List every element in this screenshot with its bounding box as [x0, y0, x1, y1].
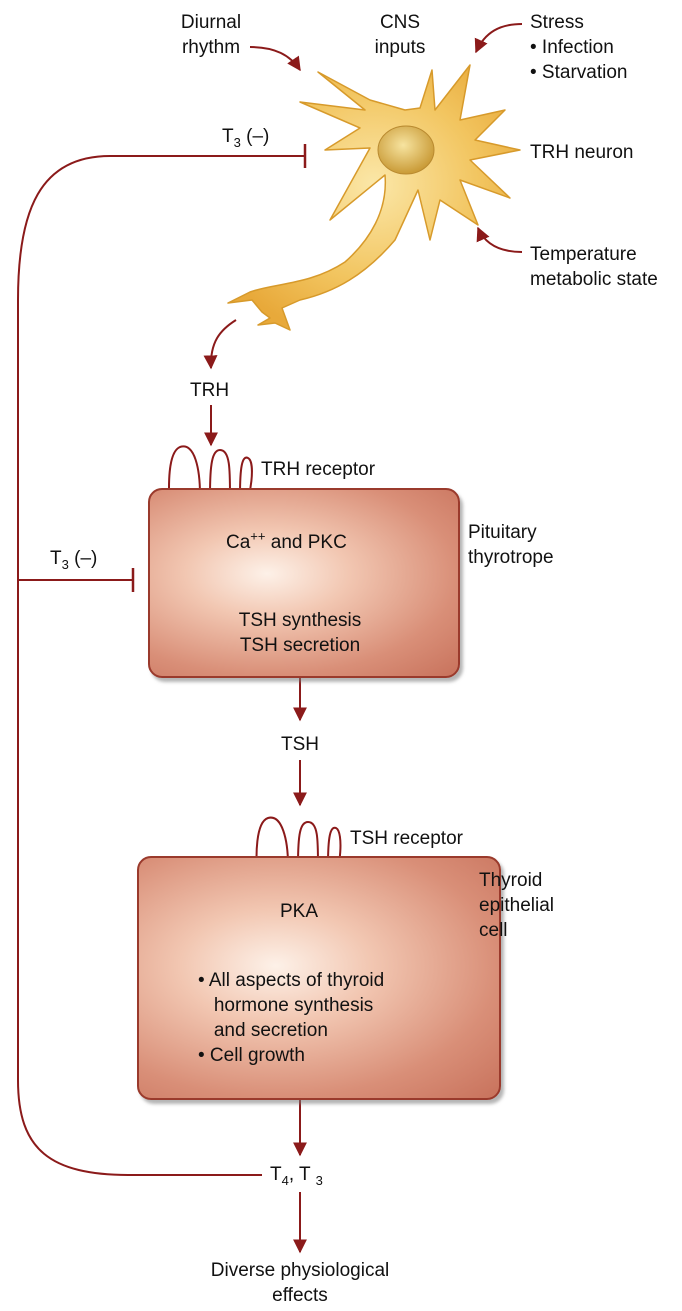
tsh-receptor-label: TSH receptor: [350, 828, 463, 849]
pituitary-thyrotrope-box: [148, 488, 460, 678]
tsh-synthesis-label: TSH synthesis: [238, 610, 362, 631]
trh-neuron: [227, 64, 521, 331]
cell-growth-label: • Cell growth: [198, 1045, 305, 1066]
thyroid-effects-label: • All aspects of thyroid hormone synthes…: [198, 970, 385, 1041]
trh-label: TRH: [190, 380, 230, 401]
stress-label: Stress: [530, 12, 584, 33]
tsh-label: TSH: [281, 734, 319, 755]
cns-inputs-label: CNS inputs: [374, 12, 426, 58]
pka-label: PKA: [280, 901, 319, 922]
trh-receptor-label: TRH receptor: [261, 459, 376, 480]
stress-item-starvation: • Starvation: [530, 62, 628, 83]
stress-item-infection: • Infection: [530, 37, 614, 58]
thyroid-epithelial-label: Thyroid epithelial cell: [479, 870, 554, 941]
diverse-effects-label: Diverse physiological effects: [210, 1260, 390, 1306]
temperature-label: Temperature metabolic state: [530, 244, 658, 290]
temperature-arrow: [476, 226, 523, 253]
t4-t3-label: T4, T 3: [270, 1164, 323, 1188]
pituitary-thyrotrope-label: Pituitary thyrotrope: [468, 522, 554, 568]
neuron-nucleus: [377, 125, 435, 175]
tsh-secretion-label: TSH secretion: [239, 635, 361, 656]
trh-neuron-label: TRH neuron: [530, 142, 634, 163]
trh-release-arrow: [203, 319, 237, 370]
feedback-top-label: T3 (–): [222, 126, 270, 150]
feedback-loop-line: [17, 155, 305, 1176]
feedback-mid-label: T3 (–): [50, 548, 98, 572]
diurnal-rhythm-label: Diurnal rhythm: [180, 12, 242, 58]
diurnal-arrow: [249, 46, 301, 72]
thyroid-epithelial-box: [137, 856, 501, 1100]
neuron-body: [227, 64, 521, 331]
ca-pkc-label: Ca++ and PKC: [226, 528, 347, 553]
stress-arrow: [474, 23, 523, 54]
